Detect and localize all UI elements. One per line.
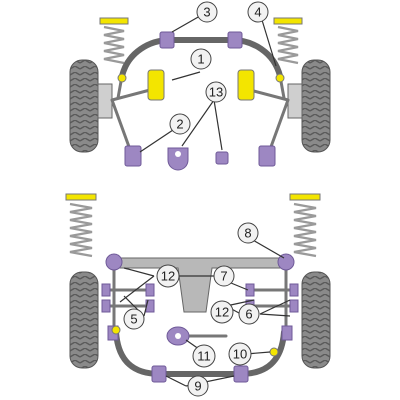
front-anti-roll-bar (119, 37, 283, 79)
rear-link-bush-r4 (289, 299, 299, 313)
svg-text:2: 2 (176, 117, 183, 132)
rear-left-spring (65, 193, 97, 258)
rear-link-bush-l2 (145, 283, 155, 297)
loose-d-bush-large (167, 147, 189, 171)
svg-text:1: 1 (197, 52, 204, 67)
callout-11: 11 (192, 344, 216, 368)
rear-droplink-bush-left (111, 325, 121, 335)
front-link-bush-left (117, 73, 127, 83)
callout-6: 6 (238, 303, 260, 325)
rear-arb-bush-right (233, 365, 249, 383)
front-left-wishbone (110, 88, 152, 157)
leader-lines (119, 15, 291, 387)
rear-left-tyre (69, 271, 99, 369)
front-right-tyre (301, 59, 331, 153)
rear-link-bush-r2 (289, 283, 299, 297)
front-link-bush-right (275, 73, 285, 83)
callout-4: 4 (247, 1, 269, 23)
rear-subframe (111, 257, 291, 313)
svg-text:6: 6 (245, 307, 252, 322)
rear-suspension-assembly (65, 193, 331, 383)
callout-13: 13 (205, 81, 227, 103)
front-rear-wishbone-bush-right (258, 145, 276, 167)
rear-link-bush-l1 (101, 283, 111, 297)
svg-text:8: 8 (244, 226, 251, 241)
front-left-hub (97, 83, 113, 119)
callout-3: 3 (196, 1, 218, 23)
front-left-spring (99, 17, 129, 65)
rear-hub-bush-right (281, 325, 293, 341)
svg-text:3: 3 (203, 5, 210, 20)
callout-9: 9 (187, 375, 209, 397)
svg-text:5: 5 (130, 312, 137, 327)
rear-link-bush-l3 (101, 299, 111, 313)
svg-text:4: 4 (254, 5, 261, 20)
svg-text:12: 12 (161, 269, 175, 284)
rear-lateral-links-left (102, 266, 154, 330)
callout-8: 8 (237, 222, 259, 244)
front-left-tyre (69, 59, 99, 153)
front-right-spring (273, 17, 303, 65)
front-wishbone-bush-left (147, 69, 165, 101)
rear-anti-roll-bar (113, 329, 287, 377)
svg-text:12: 12 (215, 305, 229, 320)
callout-1: 1 (190, 48, 212, 70)
callout-12-right: 12 (210, 300, 234, 324)
rear-subframe-bush-right (277, 253, 295, 271)
rear-droplink-bush-right (269, 347, 279, 357)
front-right-hub (287, 83, 303, 119)
front-arb-bush-right (227, 31, 243, 49)
front-arb-bush-left (159, 31, 175, 49)
svg-text:7: 7 (220, 269, 227, 284)
rear-right-tyre (301, 271, 331, 369)
svg-text:13: 13 (209, 85, 223, 100)
svg-text:9: 9 (194, 379, 201, 394)
svg-text:11: 11 (197, 349, 211, 364)
rear-lateral-links-right (246, 266, 298, 330)
front-wishbone-bush-right (237, 69, 255, 101)
callout-12-left: 12 (156, 264, 180, 288)
callout-5: 5 (123, 308, 145, 330)
rear-link-bush-r1 (245, 283, 255, 297)
callout-10: 10 (228, 342, 252, 366)
loose-bush-small (215, 151, 229, 165)
front-suspension-assembly (69, 17, 331, 171)
front-right-wishbone (248, 88, 290, 157)
callout-7: 7 (213, 265, 235, 287)
svg-text:10: 10 (233, 347, 247, 362)
callout-2: 2 (169, 113, 191, 135)
rear-subframe-bush-left (105, 253, 123, 271)
rear-arb-bush-left (151, 365, 167, 383)
front-rear-wishbone-bush-left (124, 145, 142, 167)
rear-right-spring (289, 193, 321, 258)
